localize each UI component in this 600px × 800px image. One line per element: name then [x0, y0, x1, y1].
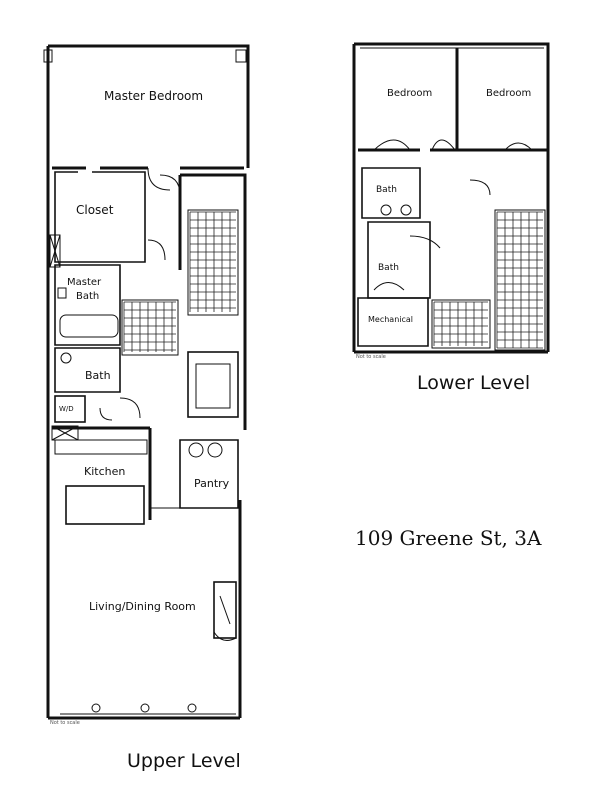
- room-label-bath: Bath: [85, 369, 111, 382]
- room-label-mechanical: Mechanical: [368, 315, 414, 324]
- room-label-pantry: Pantry: [194, 477, 230, 490]
- address-label: 109 Greene St, 3A: [355, 526, 542, 550]
- upper-level-plan: Not to scale: [43, 44, 250, 726]
- room-label-closet: Closet: [76, 203, 114, 217]
- room-label-bedroom-2: Bedroom: [486, 88, 532, 99]
- stair-hatch: [189, 211, 236, 312]
- room-label-master-bath-line2: Bath: [76, 291, 100, 302]
- level-label-upper: Upper Level: [127, 750, 241, 772]
- room-label-bath-1: Bath: [376, 185, 397, 195]
- room-label-living-dining: Living/Dining Room: [89, 600, 196, 613]
- room-label-master-bedroom: Master Bedroom: [104, 89, 204, 103]
- room-label-bath-2: Bath: [378, 263, 399, 273]
- svg-text:Not to scale: Not to scale: [356, 354, 386, 360]
- stair-hatch: [496, 211, 543, 349]
- room-label-bedroom-1: Bedroom: [387, 88, 433, 99]
- lower-level-plan: Not to scale: [352, 42, 550, 360]
- level-label-lower: Lower Level: [417, 372, 531, 394]
- svg-text:Not to scale: Not to scale: [50, 720, 80, 726]
- stair-upper: [187, 209, 239, 316]
- stair-hatch: [433, 301, 488, 346]
- room-label-kitchen: Kitchen: [84, 465, 126, 478]
- stair-hatch: [123, 301, 176, 352]
- room-label-master-bath-line1: Master: [67, 277, 102, 288]
- room-label-wd: W/D: [59, 405, 74, 413]
